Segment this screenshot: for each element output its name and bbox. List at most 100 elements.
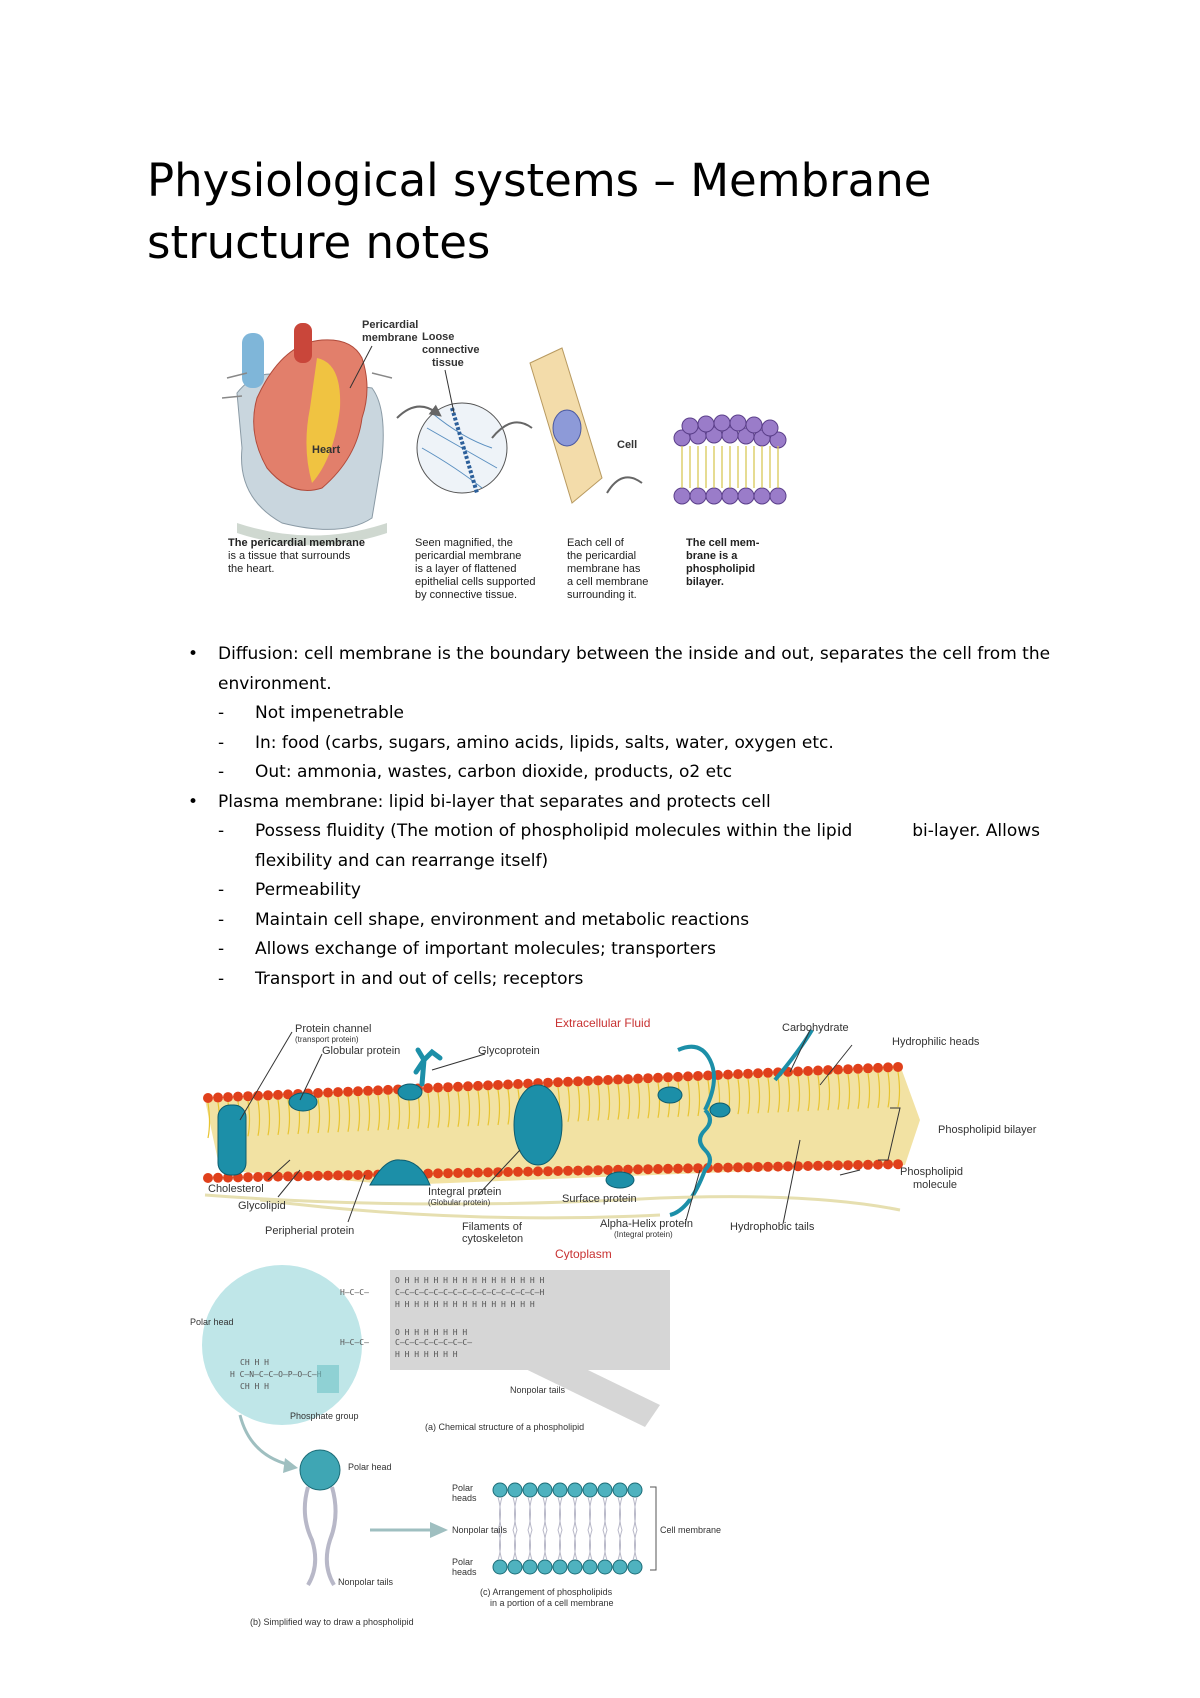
bilayer-illustration [673,414,787,505]
integral-protein-sub: (Globular protein) [428,1198,491,1207]
phospholipid-head [513,1079,523,1090]
phospholipid-tail [847,1074,851,1110]
peripheral-protein-label: Peripherial protein [265,1225,354,1237]
phospholipid-head [273,1089,283,1100]
caption-2-line-1: Seen magnified, the [415,537,513,549]
caption-3-line-3: membrane has [567,563,641,575]
phospholipid-head [493,1167,503,1178]
phospholipid-head [843,1160,853,1171]
phospholipid-head [863,1063,873,1074]
bilayer-head [582,1559,598,1575]
phospholipid-head [313,1170,323,1181]
phospholipid-head [753,1068,763,1079]
molecule-label: Phospholipid [900,1166,963,1178]
phospholipid-head [753,1162,763,1172]
phospholipid-head [473,1080,483,1091]
phospholipid-head [613,1074,623,1085]
phospholipid-head [473,1167,483,1178]
svg-text:H—C—C—: H—C—C— [340,1288,369,1297]
caption-3: Each cell of the pericardial membrane ha… [567,537,648,601]
phospholipid-tail [567,1086,571,1122]
phospholipid-tail [677,1081,681,1117]
svg-text:H H H H H H H H H H: H H H H H H H H H H H H H H H [395,1300,535,1309]
phospholipid-head [443,1082,453,1093]
phospholipid-head [203,1173,213,1183]
phospholipid-tail [327,1097,331,1133]
nonpolar-tails-label-b: Nonpolar tails [338,1577,394,1587]
cytoplasm-label: Cytoplasm [555,1247,612,1260]
carbohydrate-label: Carbohydrate [782,1022,849,1034]
phospholipid-head [783,1161,793,1172]
carbohydrate-chain [773,1028,814,1082]
phospholipid-head [213,1172,223,1183]
polar-head-label: Polar head [190,1317,234,1327]
phospholipid-head [883,1062,893,1073]
phospholipid-head [733,1069,743,1080]
phospholipid-tail [857,1073,861,1109]
alpha-helix-protein [669,1044,716,1217]
phospholipid-head [323,1087,333,1098]
pericardial-label: Pericardial [362,319,418,331]
phospholipid-head [623,1164,633,1175]
globular-protein [397,1083,423,1101]
sub-item: In: food (carbs, sugars, amino acids, li… [218,729,1058,759]
phospholipid-head [573,1165,583,1176]
svg-text:The pericardial membrane: The pericardial membrane [228,537,365,549]
bilayer-head [627,1482,643,1498]
caption-3-line-5: surrounding it. [567,589,637,601]
svg-text:O H H H H H H H H H: O H H H H H H H H H H H H H H H [395,1276,544,1285]
svg-text:O H H H H H H H: O H H H H H H H [395,1328,467,1337]
simple-phospholipid-head [299,1449,341,1491]
phospholipid-tail [817,1075,821,1111]
phospholipid-head [533,1166,543,1177]
phospholipid-head [653,1072,663,1083]
phospholipid-head [243,1172,253,1183]
bottom-heads [203,1159,903,1183]
phosphate-group-label: Phosphate group [290,1411,359,1421]
phospholipid-head [573,1076,583,1087]
polar-heads-top-label: Polar [452,1483,473,1493]
phospholipid-head [283,1089,293,1100]
bilayer-head [552,1482,568,1498]
phospholipid-tail [687,1081,691,1117]
bilayer-head [612,1559,628,1575]
phospholipid-head [703,1070,713,1081]
bilayer-tail [587,1496,593,1561]
phospholipid-head [313,1088,323,1099]
phospholipid-head [893,1061,903,1072]
nonpolar-tails-label: Nonpolar tails [510,1385,566,1395]
phospholipid-head [263,1171,273,1182]
phospholipid-head [643,1164,653,1175]
phospholipid-head [723,1069,733,1080]
phospholipid-head [363,1169,373,1180]
note-text: Diffusion: cell membrane is the boundary… [218,644,1051,694]
phospholipid-head [363,1085,373,1096]
caption-2-line-4: epithelial cells supported [415,576,535,588]
bilayer-head [552,1559,568,1575]
filaments [204,1193,901,1212]
phospholipid-head [863,1159,873,1170]
phospholipid-tail [767,1077,771,1113]
phospholipid-head [673,1071,683,1082]
phospholipid-head [793,1066,803,1077]
phospholipid-head [353,1086,363,1097]
caption-2-line-2: pericardial membrane [415,550,521,562]
cell-label: Cell [617,439,637,451]
phospholipid-head [593,1165,603,1176]
svg-text:H C—N—C—C—O—P—O—C—H: H C—N—C—C—O—P—O—C—H [230,1370,322,1379]
chemical-structure: H—C—C— H—C—C— C—C—C—C—C—C—C—C—C—C—C—C—C—… [230,1276,544,1391]
phospholipid-head [633,1073,643,1084]
phospholipid-head [663,1072,673,1083]
loose-connective-label: Loose [422,331,454,343]
sub-item: Transport in and out of cells; receptors [218,965,1058,995]
phospholipid-head [483,1167,493,1178]
integral-protein-label: Integral protein [428,1186,501,1198]
phospholipid-head [323,1170,333,1181]
phospholipid-tail [867,1073,871,1109]
bilayer-head [597,1482,613,1498]
bilayer-head [522,1559,538,1575]
caption-4-line-1: The cell mem- [686,537,760,549]
surface-protein-label: Surface protein [562,1193,637,1205]
phospholipid-head [343,1170,353,1181]
filaments-label: Filaments of [462,1221,523,1233]
